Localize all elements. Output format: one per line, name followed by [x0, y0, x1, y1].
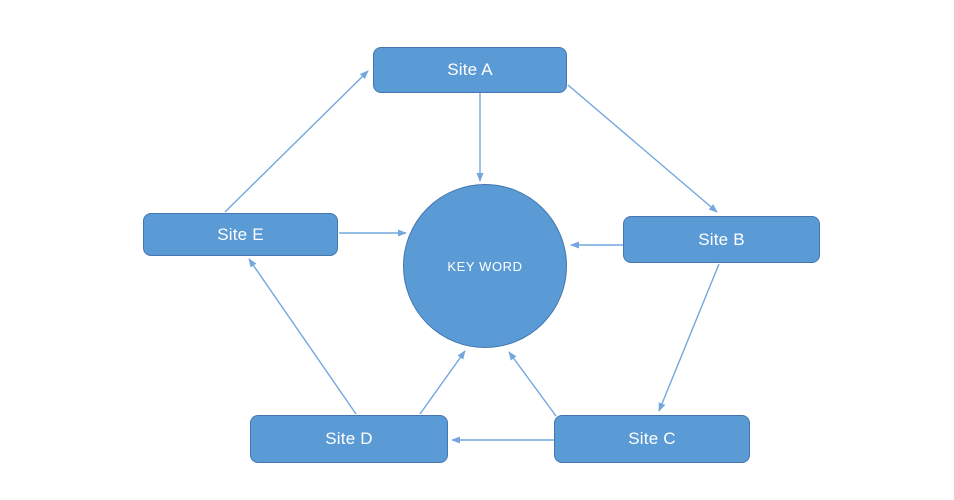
node-site-d[interactable]: Site D	[250, 415, 448, 463]
node-site-b[interactable]: Site B	[623, 216, 820, 263]
node-site-e-label: Site E	[217, 224, 264, 244]
node-site-c[interactable]: Site C	[554, 415, 750, 463]
node-site-d-label: Site D	[325, 429, 373, 448]
node-keyword-circle[interactable]: KEY WORD	[403, 184, 567, 348]
node-site-a[interactable]: Site A	[373, 47, 567, 93]
arrow-site-a-to-site-b	[567, 84, 718, 213]
arrow-site-d-to-keyword	[419, 350, 466, 415]
node-site-e[interactable]: Site E	[143, 213, 338, 256]
node-keyword-label: KEY WORD	[447, 258, 523, 274]
arrow-site-e-to-site-a	[224, 70, 369, 213]
node-site-c-label: Site C	[628, 429, 676, 448]
node-site-a-label: Site A	[447, 60, 493, 79]
arrow-site-c-to-keyword	[508, 351, 557, 417]
node-site-b-label: Site B	[698, 229, 745, 249]
arrow-site-b-to-site-c	[658, 263, 720, 412]
arrow-site-d-to-site-e	[248, 258, 357, 415]
